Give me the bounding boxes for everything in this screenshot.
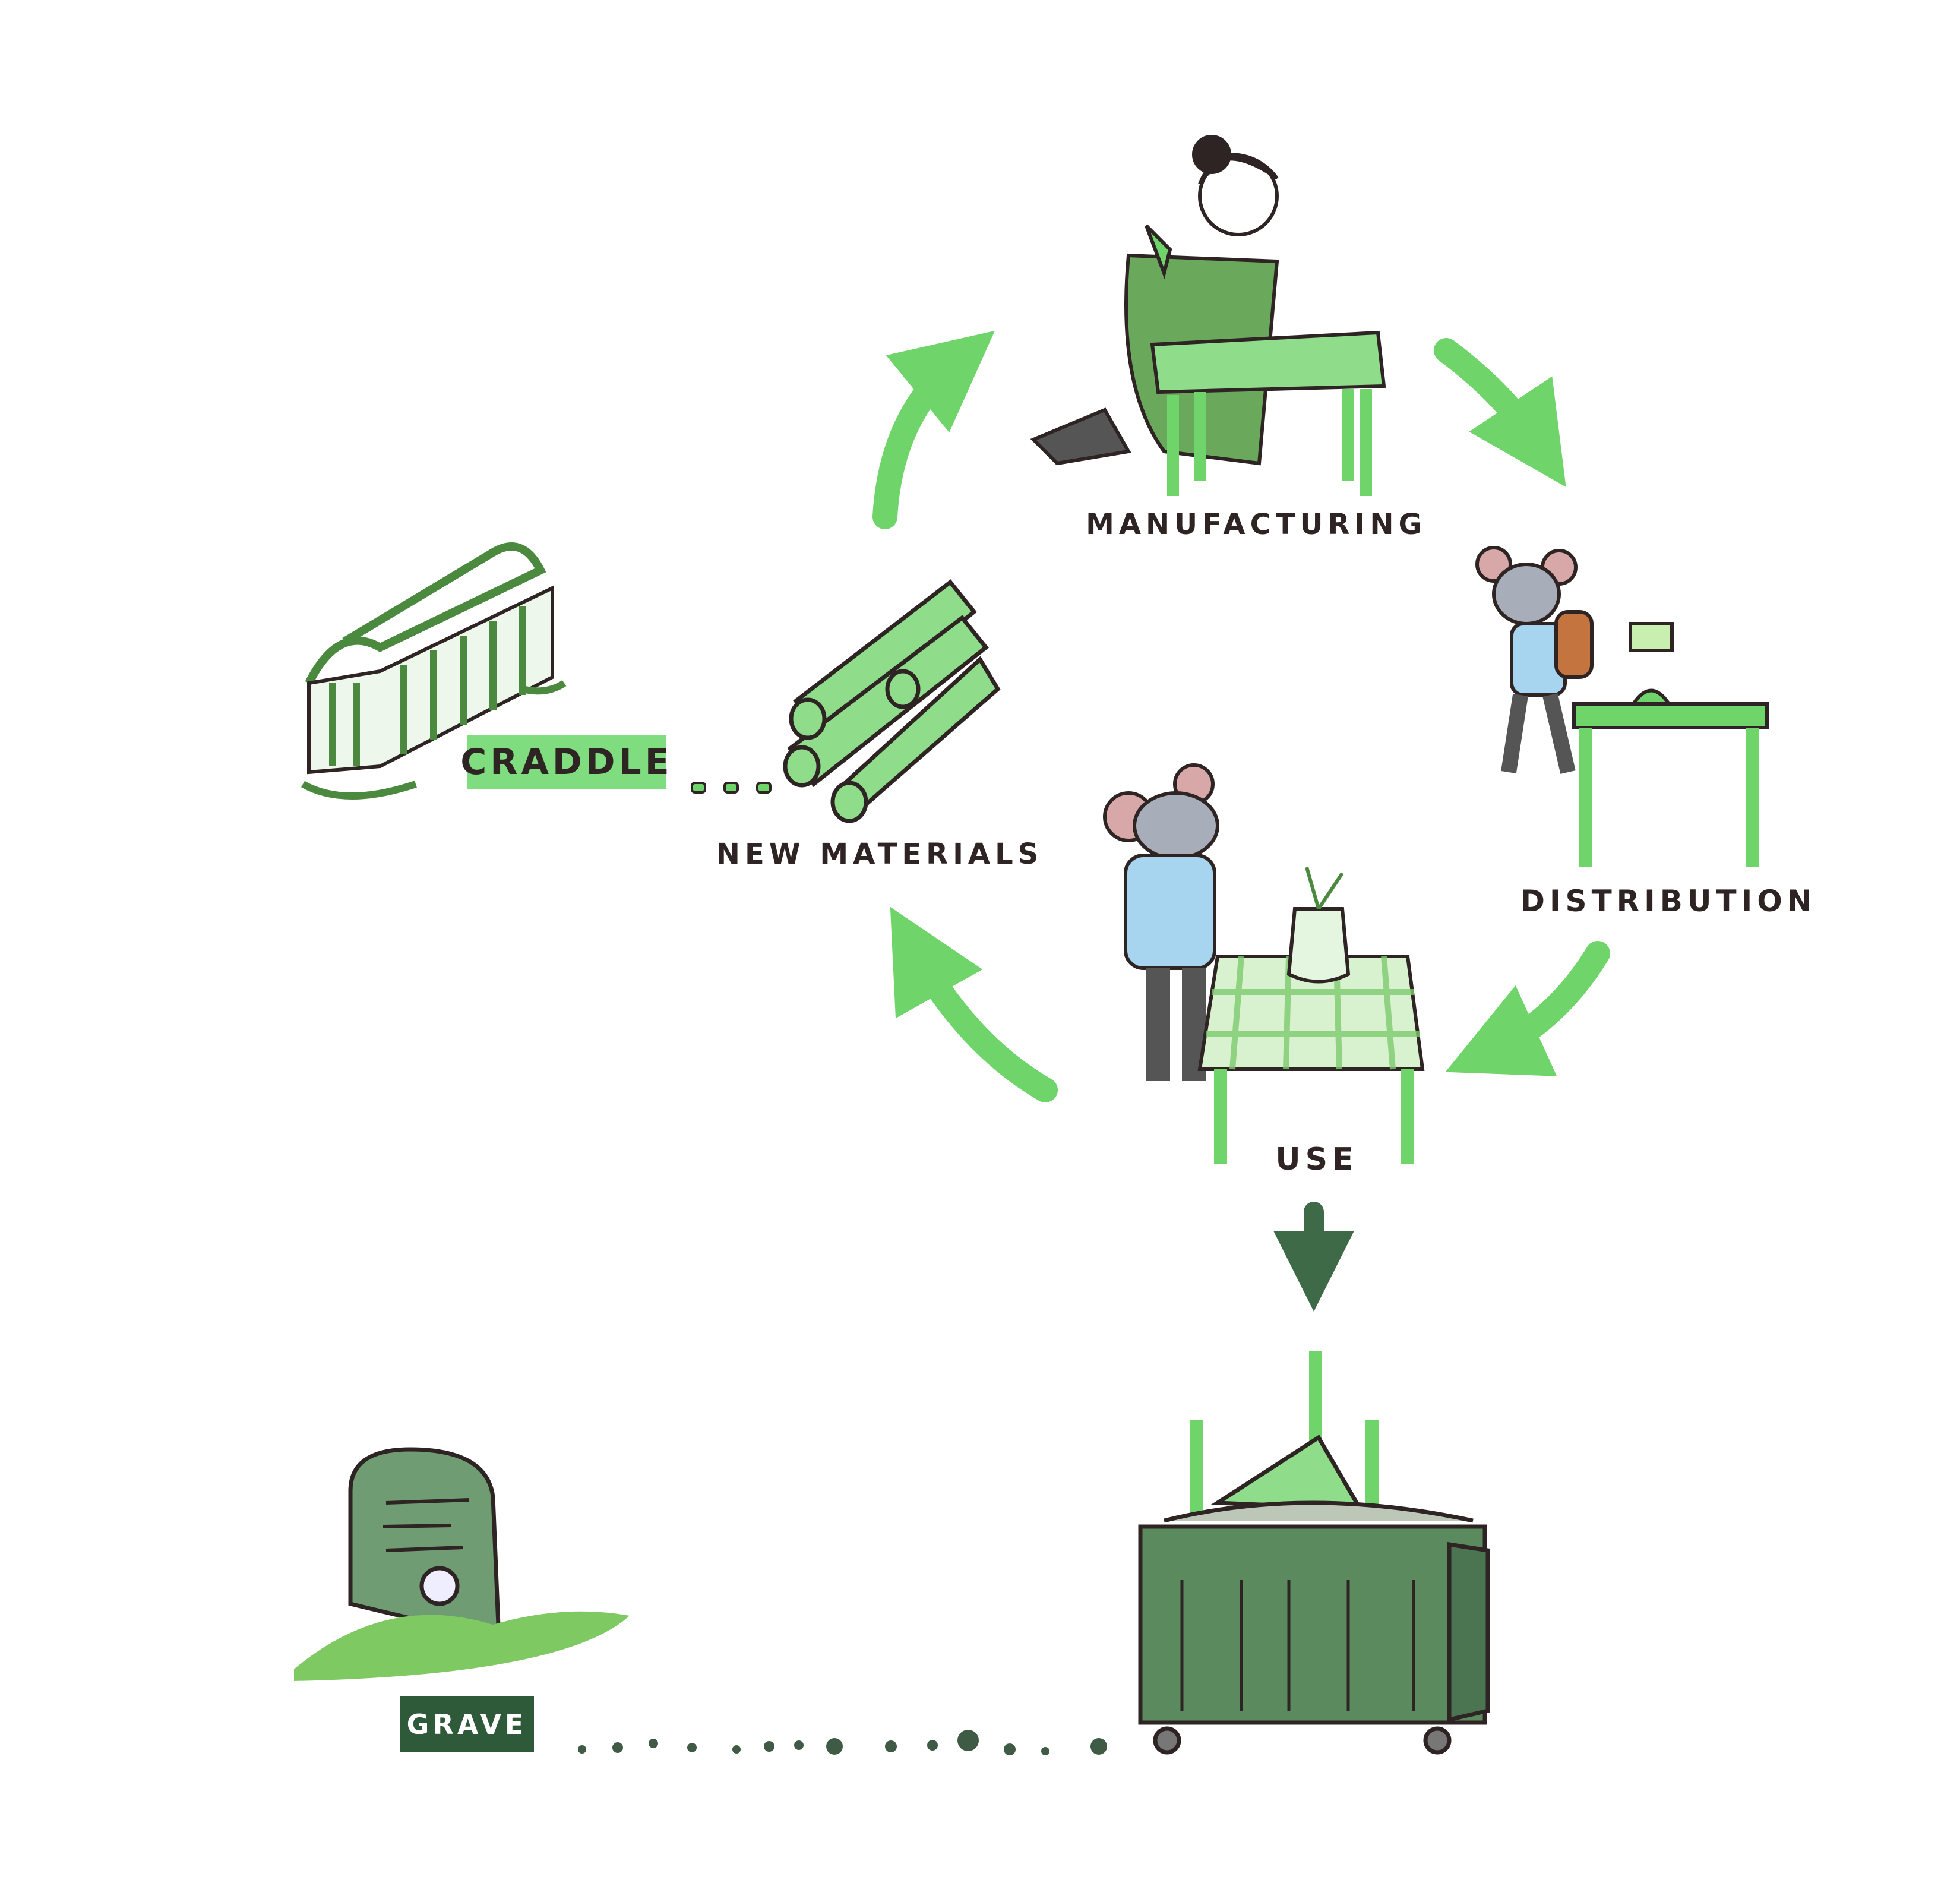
arrow-distribution-to-use (1445, 941, 1610, 1076)
label-new-materials: NEW MATERIALS (716, 838, 1044, 871)
arrow-manufacturing-to-distribution (1434, 338, 1566, 487)
label-manufacturing: MANUFACTURING (1086, 508, 1427, 541)
dotted-connector-cradle (691, 782, 772, 794)
cradle-tag: CRADDLE (460, 735, 669, 789)
dumpster-icon (1138, 1351, 1490, 1755)
manufacturing-worker-icon (1030, 135, 1386, 496)
label-use: USE (1275, 1142, 1358, 1177)
logs-icon (783, 579, 1001, 823)
use-mouse-icon (1103, 763, 1425, 1164)
arrow-materials-to-manufacturing (872, 330, 995, 529)
label-distribution: DISTRIBUTION (1520, 884, 1817, 918)
gravestone-icon (294, 1447, 630, 1681)
distribution-mouse-icon (1475, 546, 1769, 867)
crib-icon (301, 542, 567, 800)
dotted-connector-grave (578, 1730, 1107, 1755)
grave-tag: GRAVE (400, 1696, 534, 1752)
arrow-use-to-materials (890, 906, 1058, 1102)
